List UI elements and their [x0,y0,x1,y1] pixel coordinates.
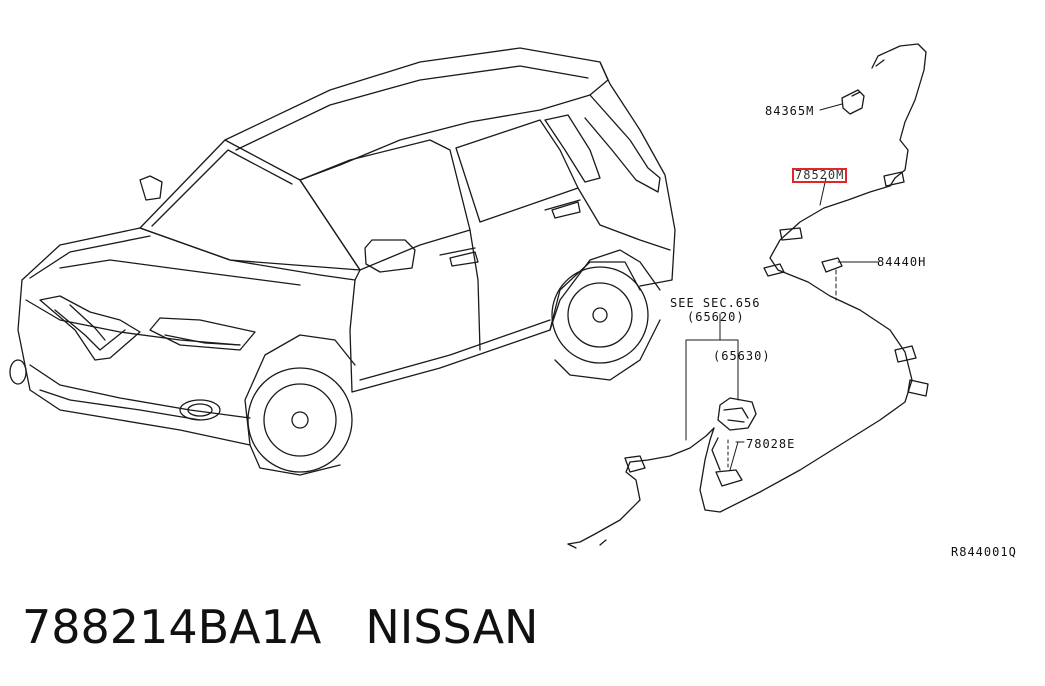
label-65630: (65630) [713,349,771,363]
label-84440h: 84440H [877,255,927,269]
parts-diagram: 84365M 78520M 84440H SEE SEC.656 (65620)… [9,43,1017,559]
label-see-sec-656: SEE SEC.656 [670,296,761,310]
label-78520m-highlighted: 78520M [792,168,848,183]
diagram-drawing [9,43,929,549]
label-84365m: 84365M [765,104,815,118]
wiring-harness [567,43,929,549]
reference-code: R844001Q [951,545,1017,559]
label-65620: (65620) [687,310,745,324]
part-number: 788214BA1A [22,600,322,654]
brand-name: NISSAN [365,600,539,654]
vehicle-illustration [9,47,676,476]
label-78028e: 78028E [746,437,796,451]
part-caption: 788214BA1A NISSAN [22,600,538,654]
leader-lines [685,103,879,471]
